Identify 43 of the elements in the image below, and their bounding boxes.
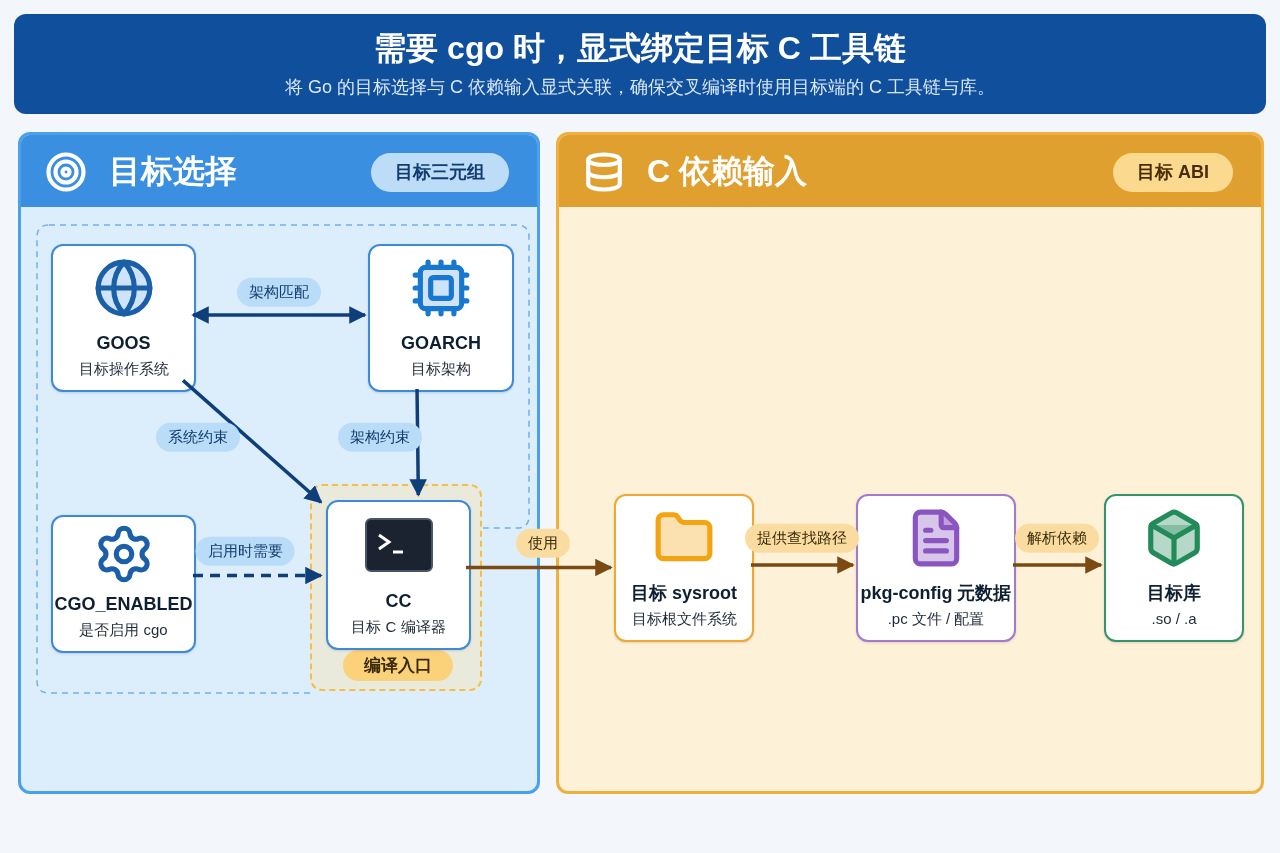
panel [556,132,1264,794]
node-title: GOARCH [401,332,481,355]
edge-label: 启用时需要 [195,536,295,566]
edge-label: 提供查找路径 [745,523,859,553]
node-card [1104,494,1244,642]
node-card [51,244,196,392]
arrow [181,379,323,504]
node-subtitle: .pc 文件 / 配置 [887,609,985,629]
node-title: 目标库 [1147,582,1201,605]
node-subtitle: 是否启用 cgo [79,620,168,640]
panel-title: C 依赖输入 [647,152,807,191]
dashed-group [37,225,529,693]
node-card [614,494,754,642]
node-subtitle: 目标 C 编译器 [351,617,446,637]
subtitle: 将 Go 的目标选择与 C 依赖输入显式关联，确保交叉编译时使用目标端的 C 工具链与库。 [285,75,995,99]
node-card [51,515,196,653]
edge-label: 架构约束 [338,422,422,452]
panel-title: 目标选择 [109,152,237,191]
zone-label: 编译入口 [343,649,453,681]
node-title: CGO_ENABLED [54,593,193,616]
edge-label: 解析依赖 [1015,523,1099,553]
node-title: pkg-config 元数据 [860,582,1012,605]
arrow [191,306,367,324]
badge: 目标 ABI [1113,153,1233,192]
node-subtitle: 目标架构 [411,359,471,379]
badge: 目标三元组 [371,153,509,192]
edge-label: 系统约束 [156,422,240,452]
node-title: 目标 sysroot [631,582,737,605]
arrow [1013,556,1103,574]
node-title: GOOS [96,332,151,355]
node-title: CC [385,590,412,613]
node-card [326,500,471,650]
node-subtitle: .so / .a [1151,609,1197,629]
node-subtitle: 目标根文件系统 [631,609,737,629]
arrow [466,558,613,577]
node-subtitle: 目标操作系统 [78,359,169,379]
title: 需要 cgo 时，显式绑定目标 C 工具链 [374,28,906,68]
node-card [368,244,514,392]
node-card [856,494,1016,642]
edge-label: 架构匹配 [237,277,321,307]
arrow [751,556,855,574]
arrow [193,566,323,585]
dashed-zone [310,484,482,691]
